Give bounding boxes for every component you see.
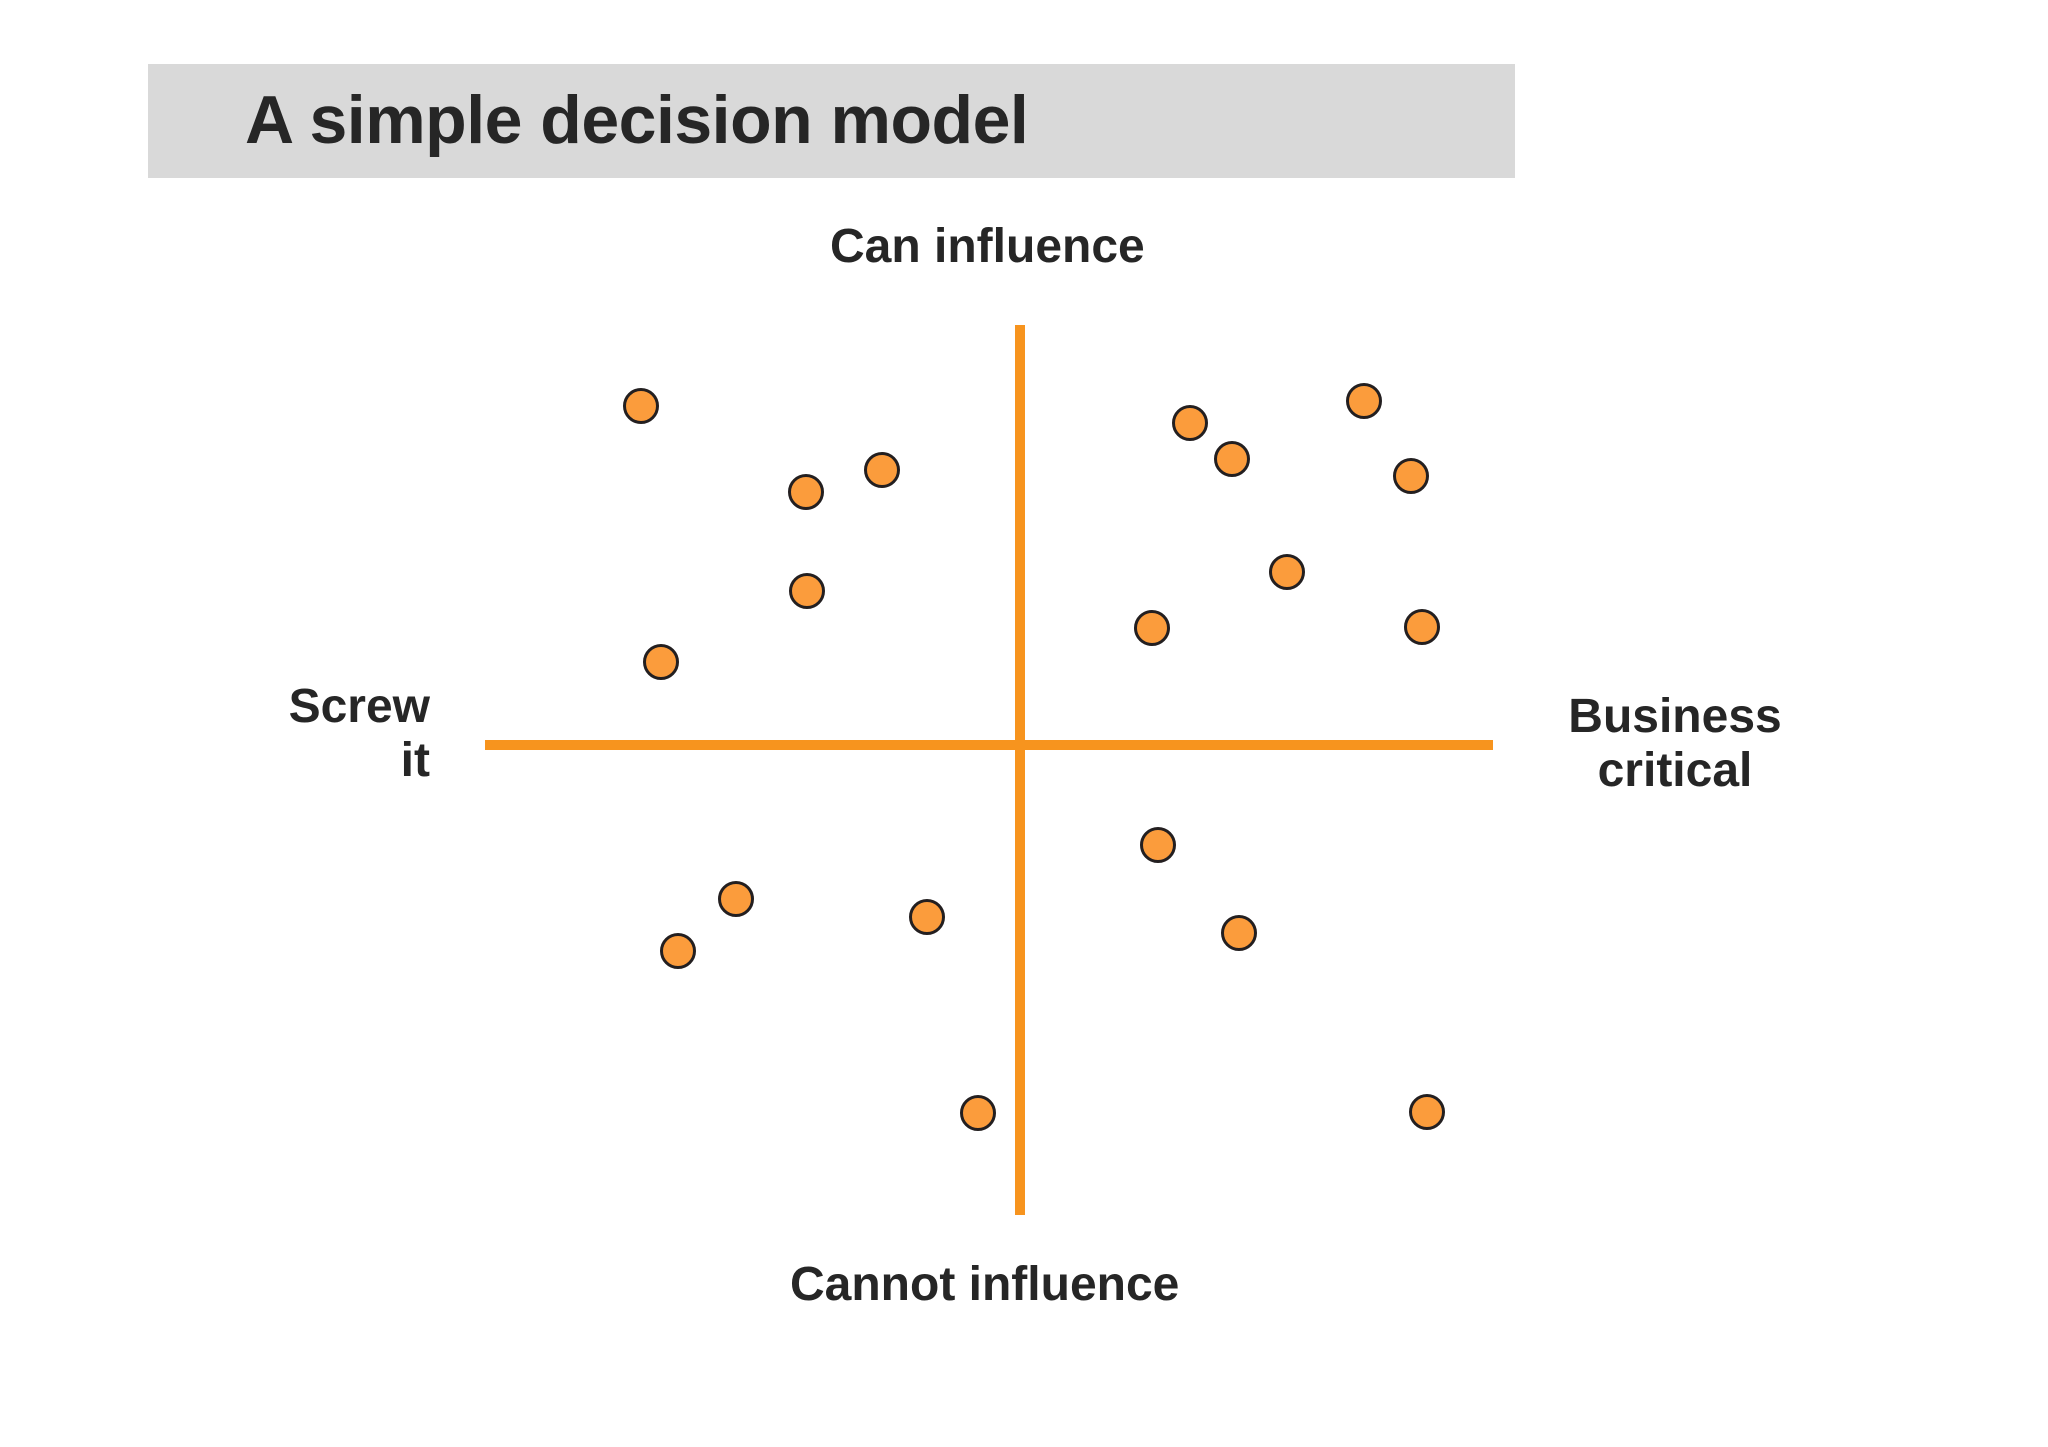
- scatter-point: [660, 933, 696, 969]
- axis-label-screw-it-line1: Screw: [288, 680, 430, 733]
- scatter-point: [1409, 1094, 1445, 1130]
- axis-label-business-critical: Business critical: [1530, 690, 1820, 798]
- scatter-point: [1346, 383, 1382, 419]
- scatter-point: [1221, 915, 1257, 951]
- scatter-point: [718, 881, 754, 917]
- page-title: A simple decision model: [245, 82, 1029, 158]
- scatter-point: [960, 1095, 996, 1131]
- scatter-point: [789, 573, 825, 609]
- scatter-point: [1172, 405, 1208, 441]
- axis-label-business-critical-line2: critical: [1597, 743, 1753, 797]
- scatter-point: [623, 388, 659, 424]
- scatter-point: [1134, 610, 1170, 646]
- scatter-point: [1393, 458, 1429, 494]
- axis-label-screw-it: Screw it: [180, 680, 430, 788]
- scatter-point: [1214, 441, 1250, 477]
- axis-label-screw-it-line2: it: [400, 733, 430, 787]
- scatter-point: [1269, 554, 1305, 590]
- scatter-point: [1140, 827, 1176, 863]
- scatter-point: [909, 899, 945, 935]
- axis-label-cannot-influence: Cannot influence: [790, 1258, 1180, 1311]
- scatter-point: [864, 452, 900, 488]
- title-band: [148, 64, 1515, 178]
- vertical-axis-line: [1015, 325, 1025, 1215]
- axis-label-can-influence: Can influence: [830, 220, 1145, 273]
- horizontal-axis-line: [485, 740, 1493, 750]
- axis-label-business-critical-line1: Business: [1568, 690, 1782, 743]
- scatter-point: [643, 644, 679, 680]
- scatter-point: [788, 474, 824, 510]
- scatter-point: [1404, 609, 1440, 645]
